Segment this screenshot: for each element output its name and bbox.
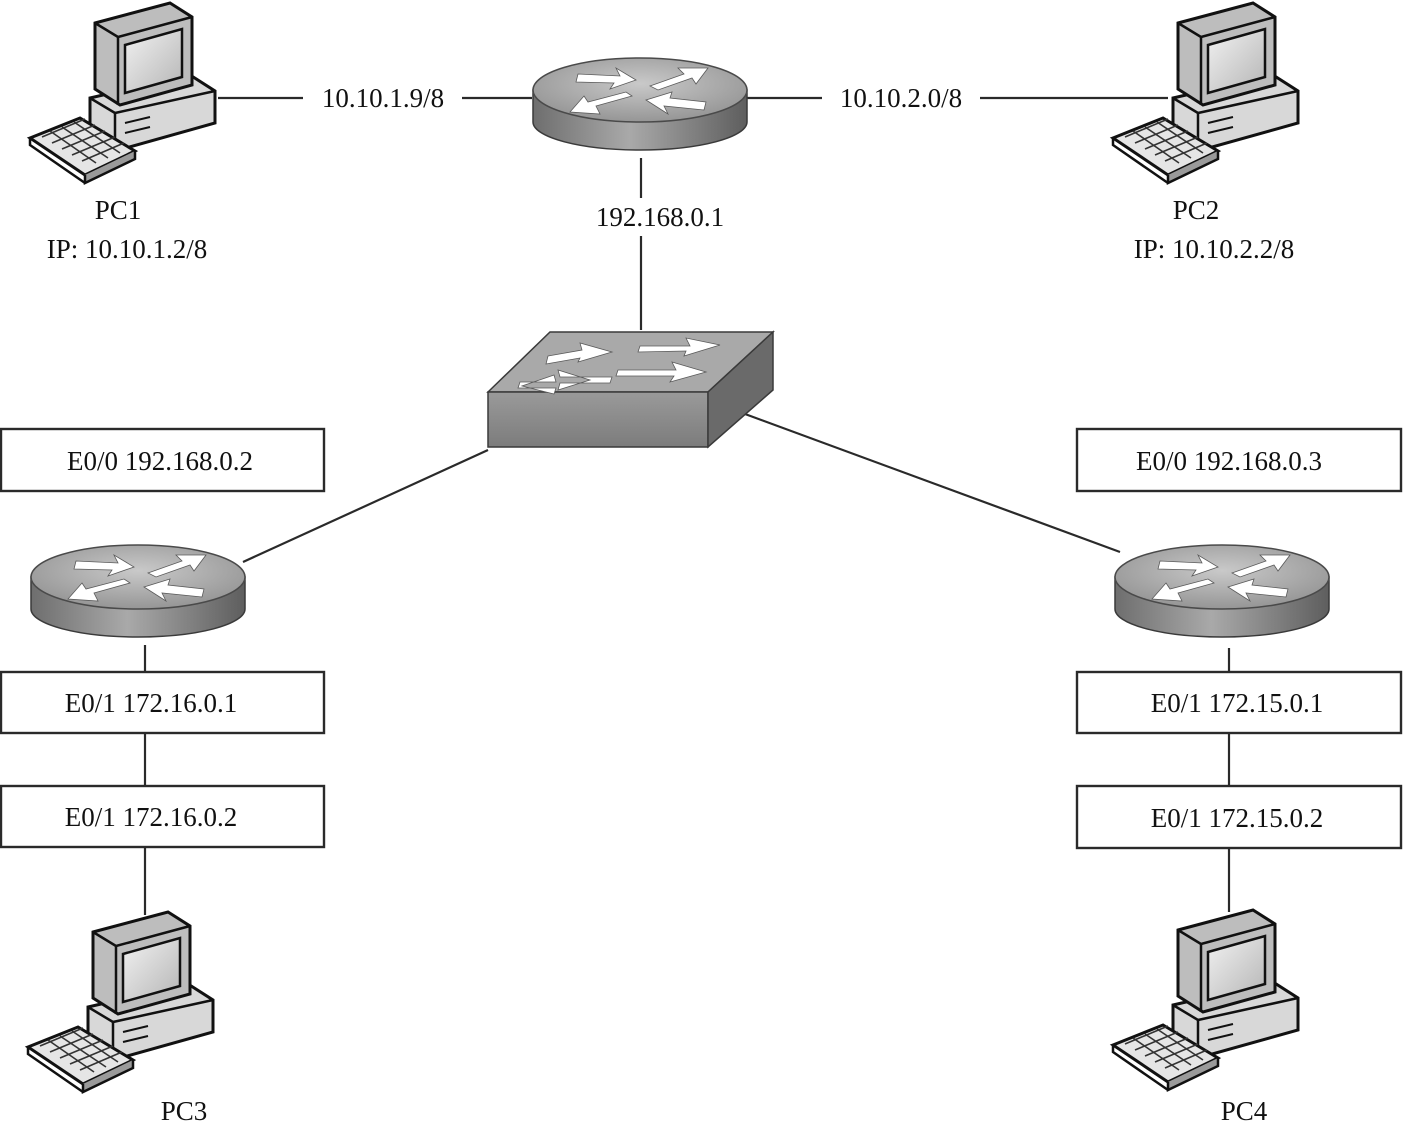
right-e01-pc-label: E0/1 172.15.0.2 xyxy=(1151,803,1324,833)
link-switch-right-router xyxy=(744,412,1121,554)
pc2-name: PC2 xyxy=(1173,195,1220,225)
pc4-name: PC4 xyxy=(1221,1096,1268,1125)
pc2-ip: IP: 10.10.2.2/8 xyxy=(1134,234,1295,264)
right-e00-label: E0/0 192.168.0.3 xyxy=(1136,446,1322,476)
pc2-desktop-computer-icon xyxy=(1111,1,1300,185)
left-e00-box: E0/0 192.168.0.2 xyxy=(0,427,326,493)
core-down-link-label: 192.168.0.1 xyxy=(596,202,724,232)
pc1-desktop-computer-icon xyxy=(28,1,217,185)
right-e00-box: E0/0 192.168.0.3 xyxy=(1075,427,1403,493)
right-e01-router-label: E0/1 172.15.0.1 xyxy=(1151,688,1324,718)
right-e01-router-box: E0/1 172.15.0.1 xyxy=(1075,670,1403,735)
left-e01-pc-label: E0/1 172.16.0.2 xyxy=(65,802,238,832)
pc1-name: PC1 xyxy=(95,195,142,225)
pc3-name: PC3 xyxy=(161,1096,208,1125)
core-left-link-label: 10.10.1.9/8 xyxy=(322,83,444,113)
link-switch-left-router xyxy=(242,448,489,564)
left-router-icon xyxy=(30,544,246,638)
right-router-icon xyxy=(1114,544,1330,638)
core-router-icon xyxy=(532,57,748,151)
pc4-desktop-computer-icon xyxy=(1111,908,1300,1092)
switch-icon xyxy=(486,330,775,449)
left-e01-router-label: E0/1 172.16.0.1 xyxy=(65,688,238,718)
core-right-link-label: 10.10.2.0/8 xyxy=(840,83,962,113)
right-e01-pc-box: E0/1 172.15.0.2 xyxy=(1075,784,1403,850)
pc3-desktop-computer-icon xyxy=(26,910,215,1094)
pc1-ip: IP: 10.10.1.2/8 xyxy=(47,234,208,264)
left-e00-label: E0/0 192.168.0.2 xyxy=(67,446,253,476)
left-e01-pc-box: E0/1 172.16.0.2 xyxy=(0,784,326,849)
left-e01-router-box: E0/1 172.16.0.1 xyxy=(0,670,326,735)
